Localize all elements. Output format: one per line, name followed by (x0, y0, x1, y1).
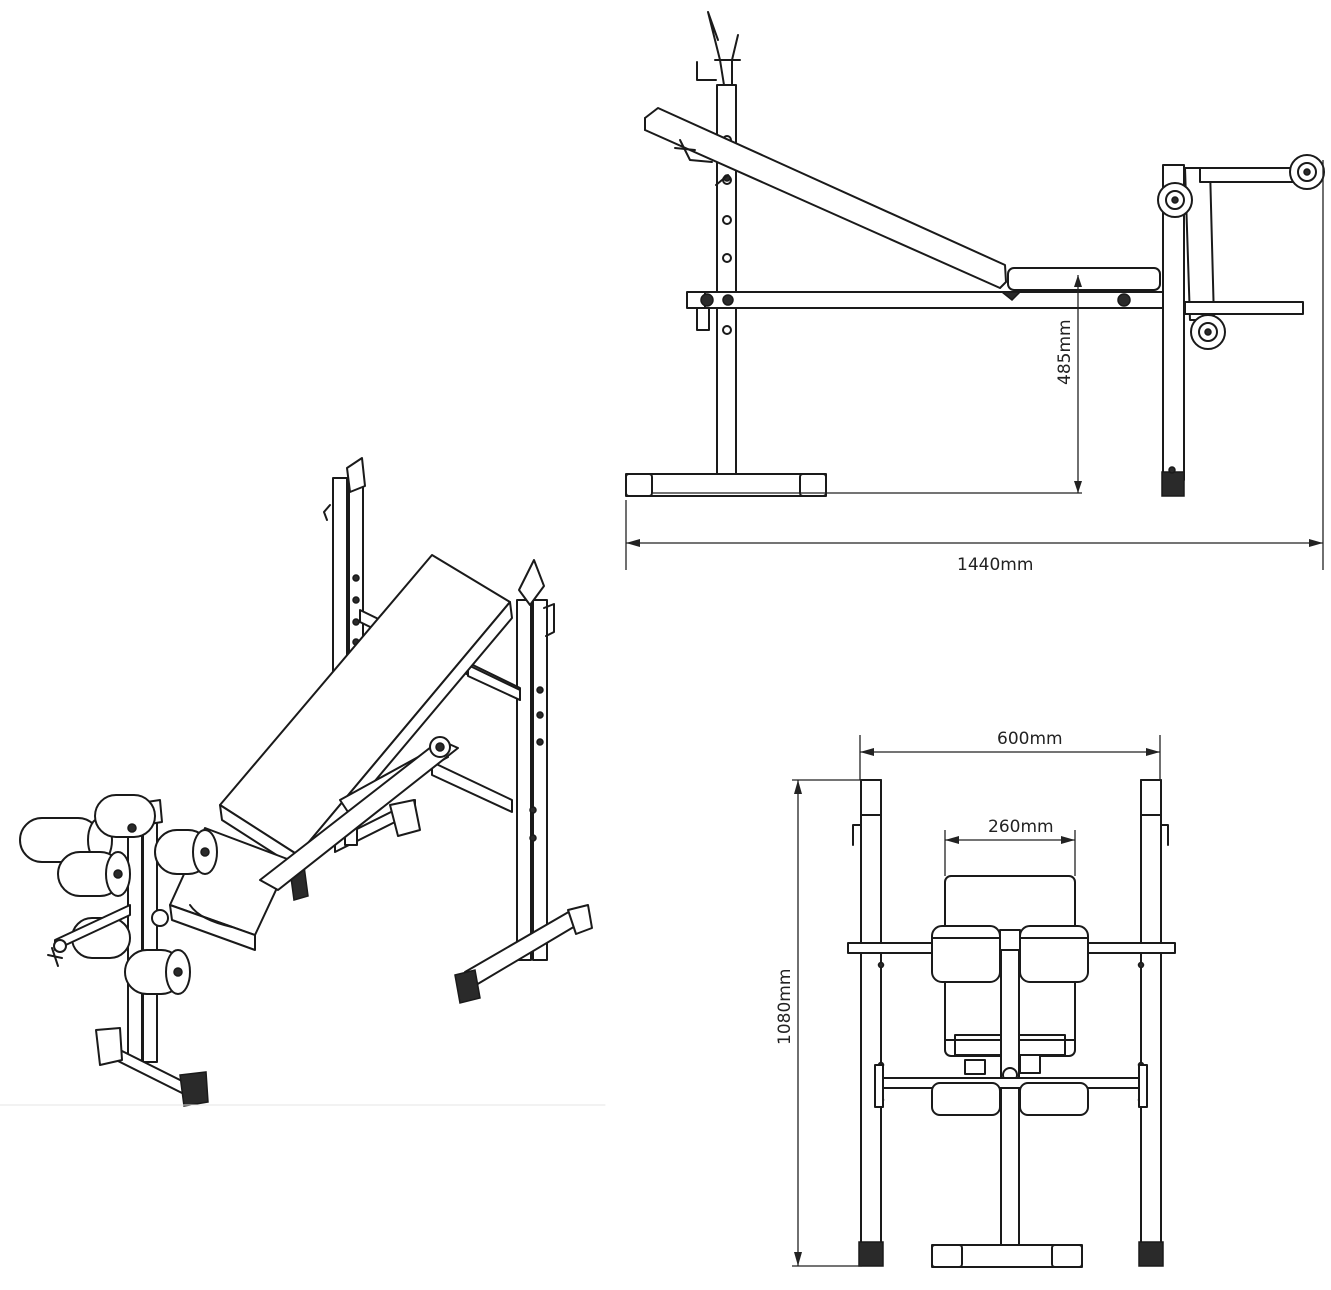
isometric-view (0, 457, 606, 1107)
length-dimension-label: 1440mm (957, 555, 1033, 575)
height-dimension-label: 485mm (1055, 319, 1075, 385)
depth-dimension-label: 1080mm (775, 969, 795, 1045)
front-view (792, 735, 1176, 1268)
side-view (625, 11, 1325, 570)
seat-width-dimension-label: 260mm (988, 817, 1054, 837)
roller-pads (19, 794, 218, 995)
width-dimension-label: 600mm (997, 729, 1063, 749)
